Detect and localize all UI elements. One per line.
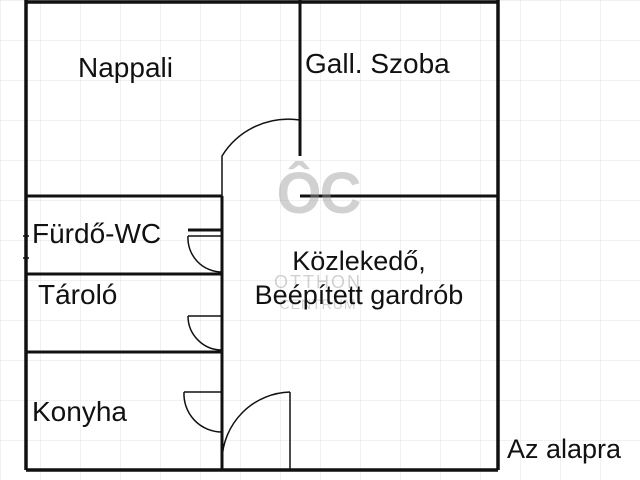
room-label-kozlekedo: Közlekedő, Beépített gardrób [224,244,494,312]
interior-walls [26,0,498,470]
watermark-text-otthon: OTTHON [274,272,362,292]
footer-note: Az alapra [507,434,622,464]
room-label-nappali: Nappali [78,52,173,83]
watermark-logo: ÔC [276,161,362,226]
watermark-text-centrum: CENTRUM [279,296,357,312]
room-label-konyha: Konyha [32,396,127,427]
room-label-tarolo: Tároló [38,279,118,310]
window-markers [23,235,29,259]
door-swings [183,118,301,470]
room-label-kozlekedo-line1: Közlekedő, [292,246,426,276]
outer-walls [24,0,500,472]
room-label-gall-szoba: Gall. Szoba [305,48,450,79]
room-label-kozlekedo-line2: Beépített gardrób [254,280,464,310]
room-label-furdo-wc: Fürdő-WC [32,218,162,249]
